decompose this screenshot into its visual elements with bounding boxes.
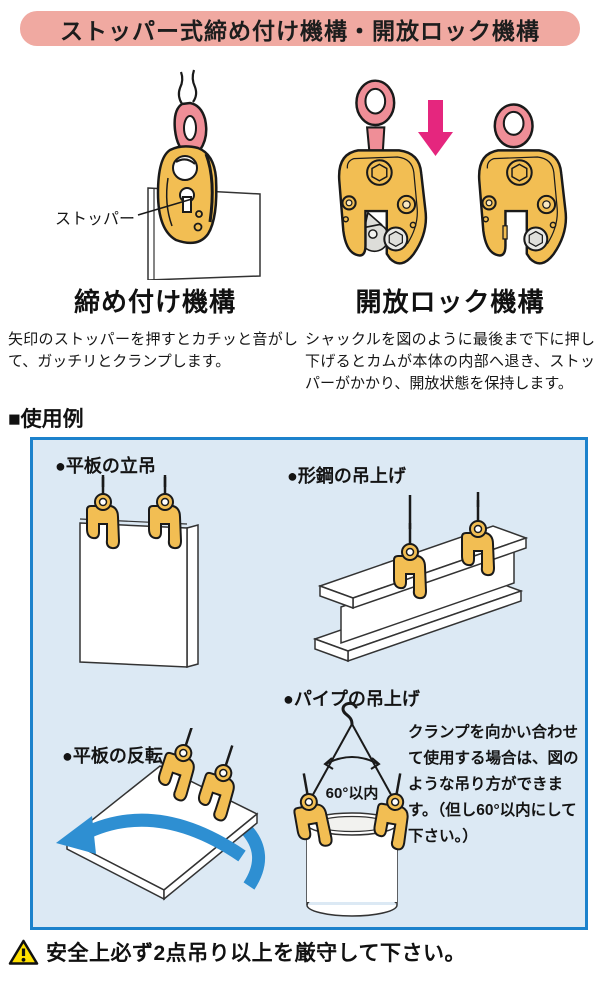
warning-triangle-icon bbox=[8, 939, 39, 965]
clamp-on-plate-illustration bbox=[137, 69, 261, 280]
shackle-icon bbox=[355, 79, 396, 155]
pipe-usage-note: クランプを向かい合わせて使用する場合は、図のような吊り方ができます。（但し60°… bbox=[408, 724, 579, 845]
title-banner: ストッパー式締め付け機構・開放ロック機構 bbox=[20, 11, 580, 46]
flip-arrow-back-segment bbox=[240, 823, 266, 890]
release-lock-illustration bbox=[337, 79, 568, 265]
warning-text: 安全上必ず2点吊り以上を厳守して下さい。 bbox=[46, 942, 467, 965]
example-label-pipe: ●パイプの吊上げ bbox=[283, 689, 420, 709]
example-label-steel-shape: ●形鋼の吊上げ bbox=[287, 466, 406, 486]
clamp-body-icon bbox=[156, 145, 218, 245]
clamp-locked-icon bbox=[337, 79, 428, 265]
arrow-down-icon bbox=[418, 100, 453, 156]
plate-flip-illustration bbox=[56, 728, 266, 901]
clamping-heading: 締め付け機構 bbox=[73, 287, 236, 317]
page-title: ストッパー式締め付け機構・開放ロック機構 bbox=[60, 17, 540, 44]
angle-label: 60°以内 bbox=[326, 784, 379, 802]
usage-section-title: ■使用例 bbox=[8, 408, 84, 431]
angle-arrow-icon bbox=[323, 756, 381, 770]
stopper-label: ストッパー bbox=[55, 211, 136, 228]
pipe-lift-illustration: 60°以内 bbox=[290, 701, 415, 917]
stopper-pin-icon bbox=[179, 187, 195, 213]
release-lock-description: シャックルを図のように最後まで下に押し下げるとカムが本体の内部へ退き、ストッパー… bbox=[305, 331, 595, 392]
flat-plate-lift-illustration bbox=[79, 475, 199, 668]
flip-arrow-icon bbox=[56, 813, 246, 862]
release-lock-heading: 開放ロック機構 bbox=[355, 287, 545, 317]
wire-rope-icon bbox=[177, 69, 198, 105]
hook-icon bbox=[341, 701, 358, 726]
shackle-icon bbox=[493, 103, 534, 149]
safety-warning: 安全上必ず2点吊り以上を厳守して下さい。 bbox=[8, 937, 466, 967]
leader-line bbox=[137, 198, 193, 216]
example-label-flip: ●平板の反転 bbox=[62, 746, 163, 766]
clamping-description: 矢印のストッパーを押すとカチッと音がして、ガッチリとクランプします。 bbox=[8, 331, 298, 370]
example-label-flat-vertical: ●平板の立吊 bbox=[55, 456, 156, 476]
steel-shape-lift-illustration bbox=[312, 492, 529, 663]
clamp-released-icon bbox=[477, 103, 568, 265]
